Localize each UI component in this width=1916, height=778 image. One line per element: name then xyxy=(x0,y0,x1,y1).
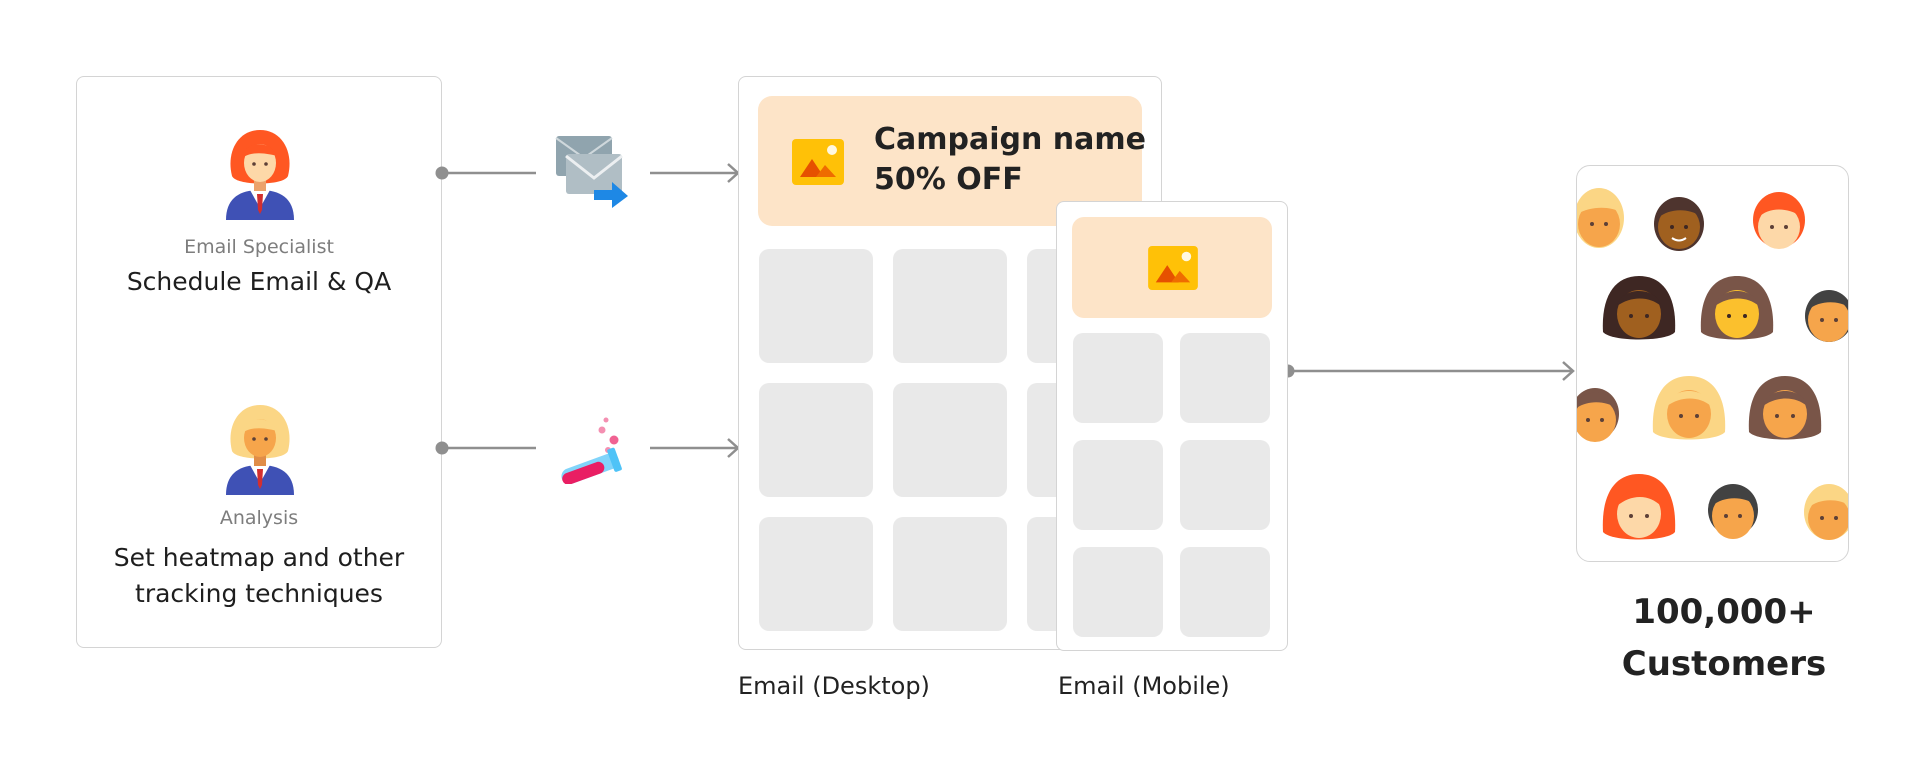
content-tile xyxy=(1073,440,1163,530)
campaign-name: Campaign name xyxy=(874,122,1147,157)
customers-card xyxy=(1576,165,1849,562)
image-icon xyxy=(1148,246,1198,290)
role-title-email-specialist: Email Specialist xyxy=(184,236,334,258)
connector-dot xyxy=(435,166,449,180)
connector-dot xyxy=(435,441,449,455)
content-tile xyxy=(759,517,873,631)
woman-blonde-icon xyxy=(226,405,294,495)
content-tile xyxy=(1180,333,1270,423)
content-tile xyxy=(893,249,1007,363)
customers-label: Customers xyxy=(1621,644,1827,684)
test-tube-icon xyxy=(561,417,622,484)
role-desc-analysis-line1: Set heatmap and other xyxy=(113,543,405,572)
caption-email-desktop: Email (Desktop) xyxy=(738,672,930,700)
roles-panel xyxy=(76,76,442,648)
content-tile xyxy=(1073,547,1163,637)
content-tile xyxy=(759,249,873,363)
campaign-offer: 50% OFF xyxy=(874,162,1023,197)
role-desc-email-specialist: Schedule Email & QA xyxy=(126,267,392,296)
customer-faces-icon xyxy=(1577,188,1848,540)
image-icon xyxy=(792,139,844,185)
content-tile xyxy=(759,383,873,497)
content-tile xyxy=(893,517,1007,631)
email-send-icon xyxy=(555,136,628,208)
role-title-analysis: Analysis xyxy=(219,507,299,529)
role-desc-analysis-line2: tracking techniques xyxy=(135,579,383,608)
customers-count: 100,000+ xyxy=(1632,592,1816,632)
content-tile xyxy=(893,383,1007,497)
content-tile xyxy=(1180,440,1270,530)
caption-email-mobile: Email (Mobile) xyxy=(1058,672,1230,700)
content-tile xyxy=(1073,333,1163,423)
content-tile xyxy=(1180,547,1270,637)
woman-redhead-icon xyxy=(226,130,294,220)
